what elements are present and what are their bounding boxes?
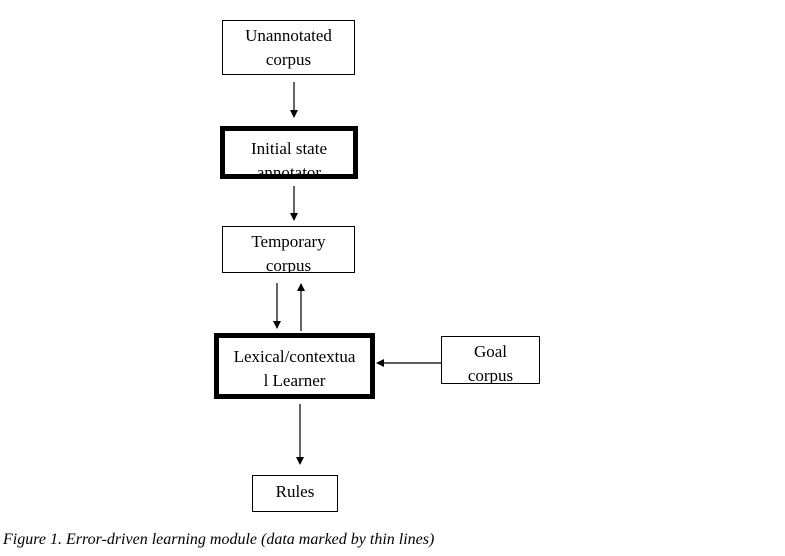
node-label-line: annotator xyxy=(256,163,322,179)
node-label-line: Initial state xyxy=(250,139,327,158)
node-label-line: corpus xyxy=(265,256,312,273)
node-label-line: Temporary xyxy=(251,232,326,251)
node-initial-state-annotator: Initial state annotator xyxy=(220,126,358,179)
node-label-line: Goal xyxy=(473,342,508,361)
node-temporary-corpus: Temporary corpus xyxy=(222,226,355,273)
node-lexical-contextual-learner: Lexical/contextua l Learner xyxy=(214,333,375,399)
node-goal-corpus: Goal corpus xyxy=(441,336,540,384)
node-label-line: Unannotated xyxy=(245,26,332,45)
node-label-line: l Learner xyxy=(263,371,326,390)
node-label-line: Lexical/contextua xyxy=(233,347,356,366)
figure-caption: Figure 1. Error-driven learning module (… xyxy=(3,531,435,548)
node-label-line: corpus xyxy=(265,50,312,69)
node-label-line: Rules xyxy=(275,482,315,501)
node-label-line: corpus xyxy=(467,366,514,384)
node-unannotated-corpus: Unannotated corpus xyxy=(222,20,355,75)
node-rules: Rules xyxy=(252,475,338,512)
